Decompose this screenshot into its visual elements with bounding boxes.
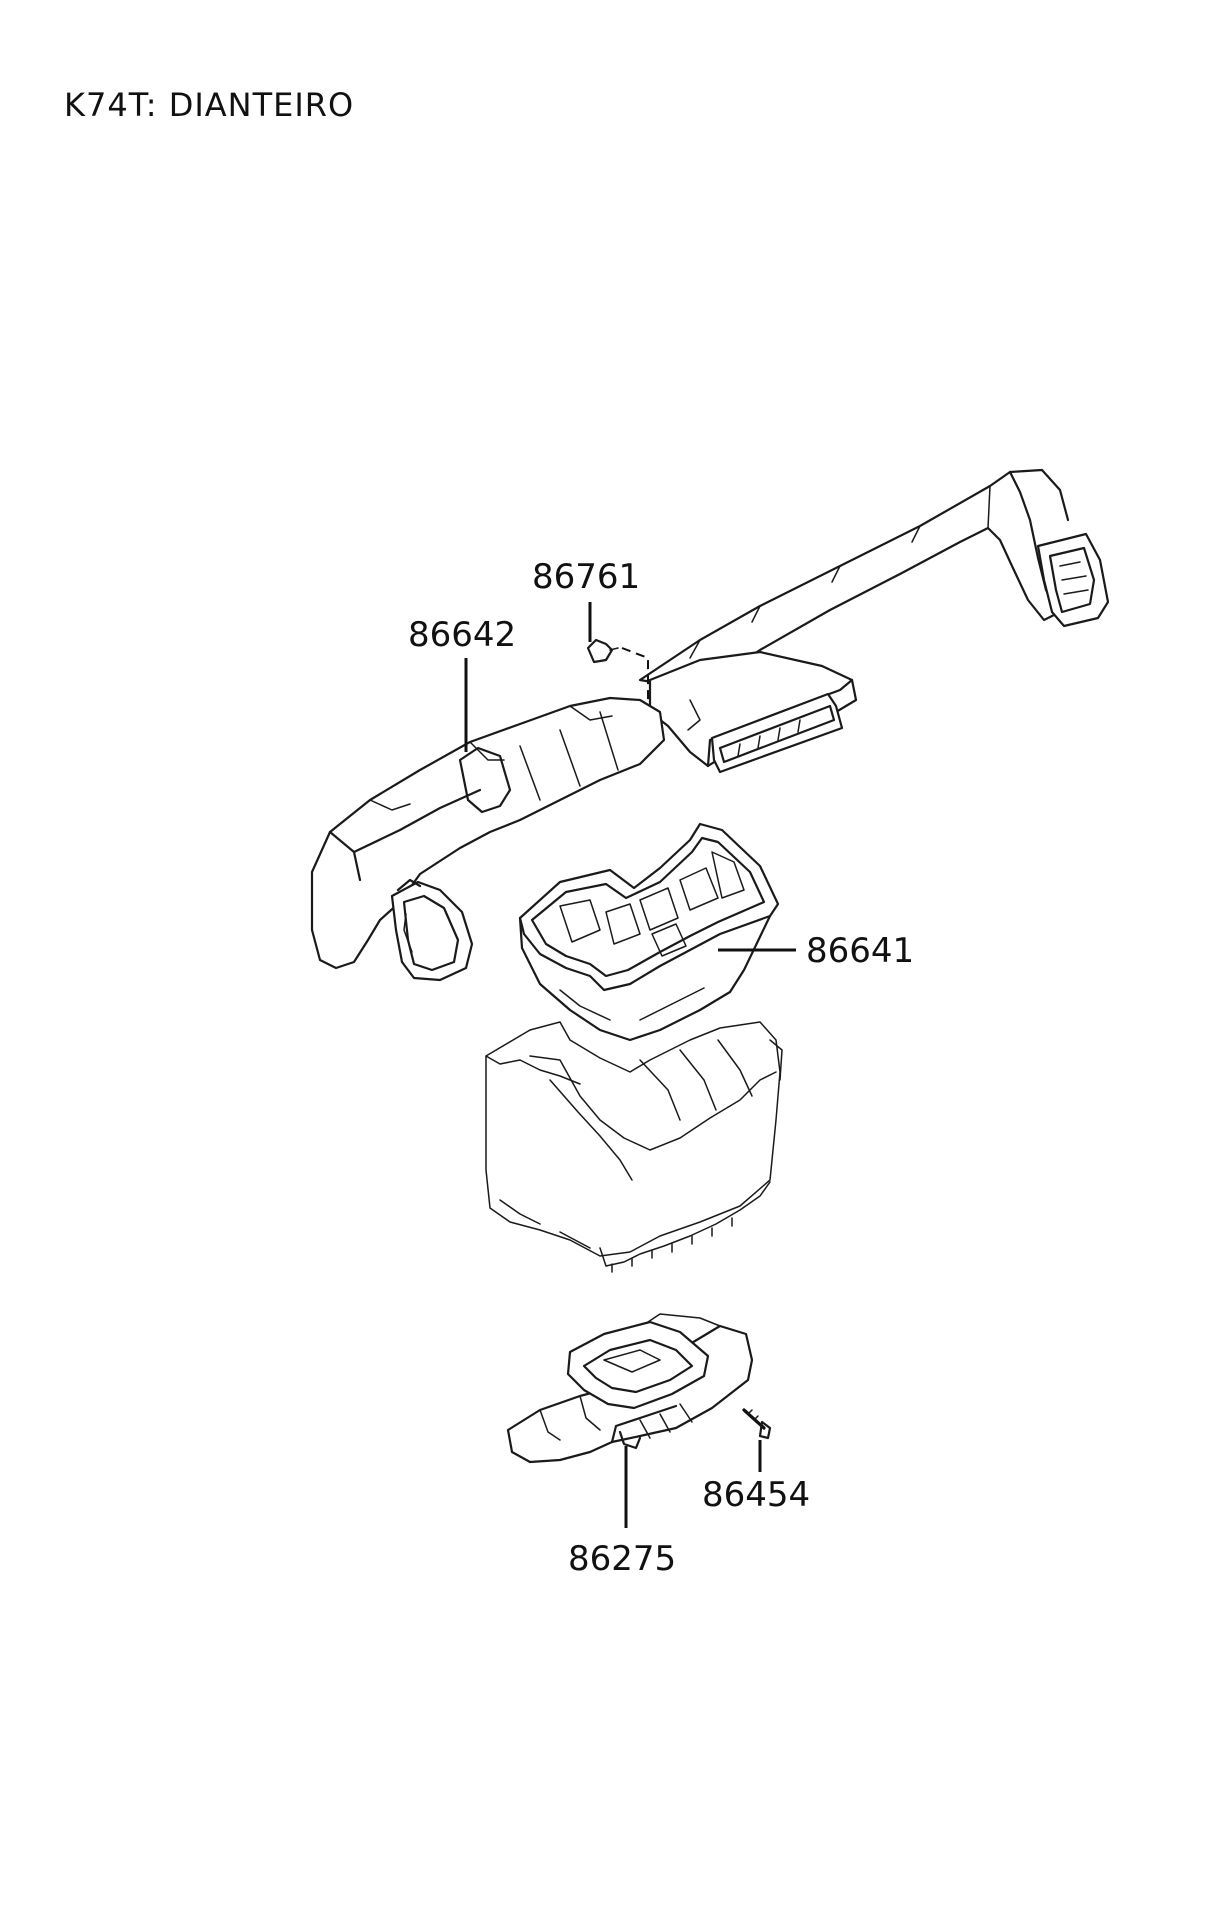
lower-duct-86275	[506, 1313, 754, 1464]
upper-duct-assembly	[310, 468, 1110, 982]
page-title: K74T: DIANTEIRO	[64, 86, 355, 124]
heater-unit-housing	[485, 1021, 783, 1273]
part-label-86275: 86275	[568, 1539, 676, 1579]
center-connector-86641	[518, 822, 780, 1042]
part-label-86454: 86454	[702, 1475, 810, 1515]
part-label-86641: 86641	[806, 931, 914, 971]
leader-86761-dash	[621, 647, 649, 702]
part-label-86761: 86761	[532, 557, 640, 597]
part-label-86642: 86642	[408, 615, 516, 655]
screw-86454-icon	[742, 1408, 772, 1440]
screw-86761-icon	[586, 638, 619, 664]
